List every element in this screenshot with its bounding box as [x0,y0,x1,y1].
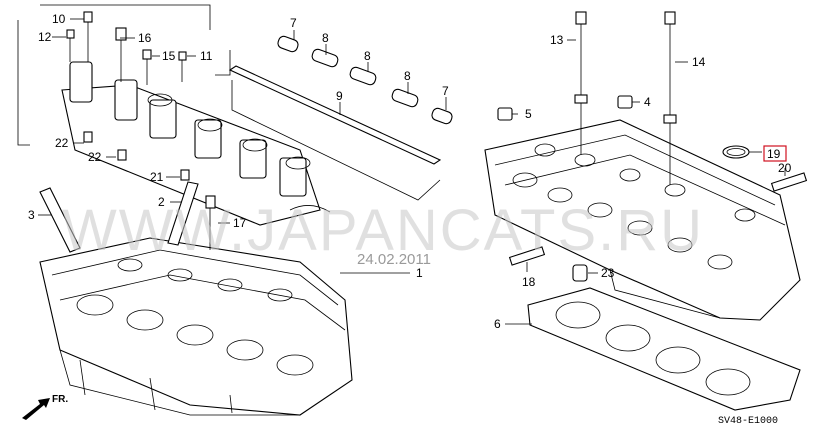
cylinder-head-right [484,119,801,321]
callout-3: 3 [28,208,35,222]
front-marker: FR. [52,394,68,405]
callout-14: 14 [692,55,706,69]
rocker-arm-assembly [61,61,331,226]
callout-18: 18 [522,275,536,289]
callout-labels: 10 12 16 15 11 7 8 8 8 7 9 22 22 21 3 2 … [28,12,792,331]
callout-7b: 7 [442,84,449,98]
callout-21: 21 [150,170,164,184]
callout-5: 5 [525,107,532,121]
head-gasket [527,287,801,411]
assembly-outline [17,4,441,201]
callout-22a: 22 [55,136,69,150]
diagram-code: SV48-E1000 [718,416,778,427]
callout-8c: 8 [404,69,411,83]
callout-11: 11 [200,49,213,63]
left-bolts [66,11,190,181]
callout-22b: 22 [88,150,102,164]
callout-10: 10 [52,12,66,26]
callout-7a: 7 [290,16,297,30]
leader-lines [38,18,786,325]
callout-4: 4 [644,95,651,109]
callout-15: 15 [162,49,176,63]
callout-8b: 8 [364,49,371,63]
callout-1: 1 [416,266,423,280]
head-bolts [574,11,677,185]
date-stamp: 24.02.2011 [357,251,431,268]
highlight-box [763,145,787,162]
callout-9: 9 [336,89,343,103]
callout-16: 16 [138,31,152,45]
callout-6: 6 [494,317,501,331]
callout-20: 20 [778,161,792,175]
callout-12: 12 [38,30,52,44]
front-arrow: FR. [22,394,68,420]
cylinder-head-left [39,237,353,416]
callout-19: 19 [767,147,781,161]
small-fittings [497,95,808,282]
callout-8a: 8 [322,31,329,45]
rocker-shaft-and-collars [228,35,453,165]
callout-17: 17 [233,216,247,230]
front-arrow-icon [22,398,50,420]
guide-parts [39,181,216,253]
watermark: WWW.JAPANCATS.RU [62,198,704,263]
callout-2: 2 [158,195,165,209]
callout-13: 13 [550,33,564,47]
callout-23: 23 [601,266,615,280]
